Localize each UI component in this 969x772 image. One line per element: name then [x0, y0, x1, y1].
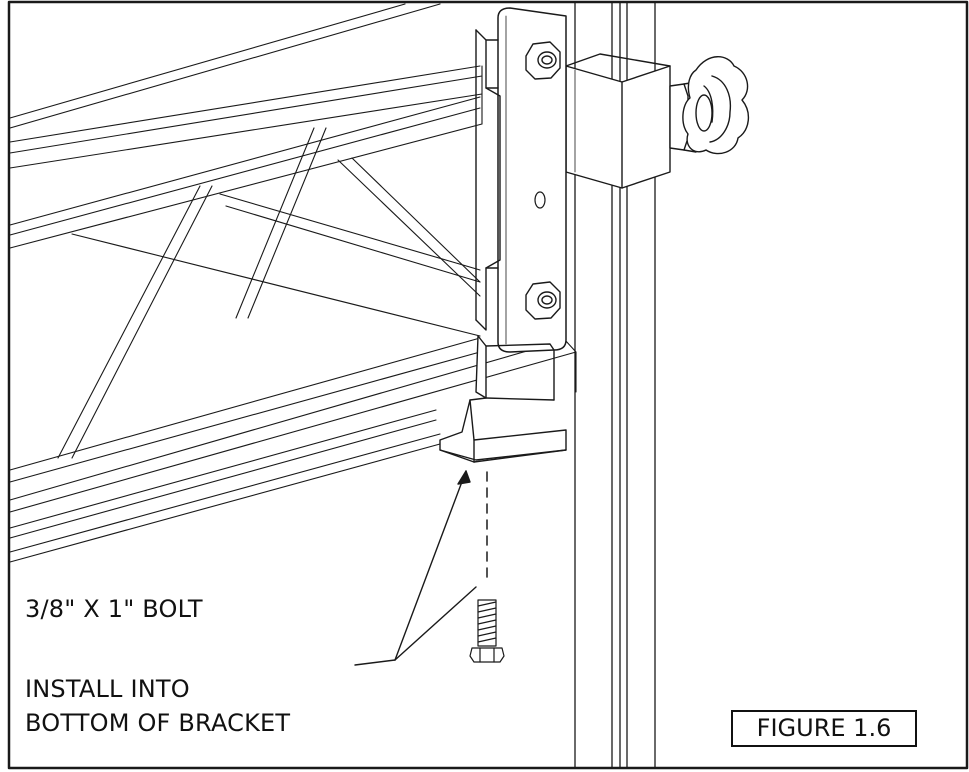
knob-icon: [669, 56, 749, 155]
nut-icon: [525, 281, 561, 320]
leader-lines: [354, 470, 477, 666]
truss-frame: [9, 3, 577, 563]
channel-bracket: [439, 29, 567, 463]
post-clamp: [565, 53, 671, 189]
bolt-icon: [469, 599, 505, 663]
bolt-callout-label: 3/8" X 1" BOLT: [25, 595, 203, 623]
figure-number-label: FIGURE 1.6: [731, 710, 917, 747]
bracket-plate: [497, 7, 567, 353]
page-border: [7, 0, 969, 770]
nut-icon: [525, 41, 561, 80]
install-instruction-line2: BOTTOM OF BRACKET: [25, 709, 291, 737]
install-instruction-line1: INSTALL INTO: [25, 675, 190, 703]
